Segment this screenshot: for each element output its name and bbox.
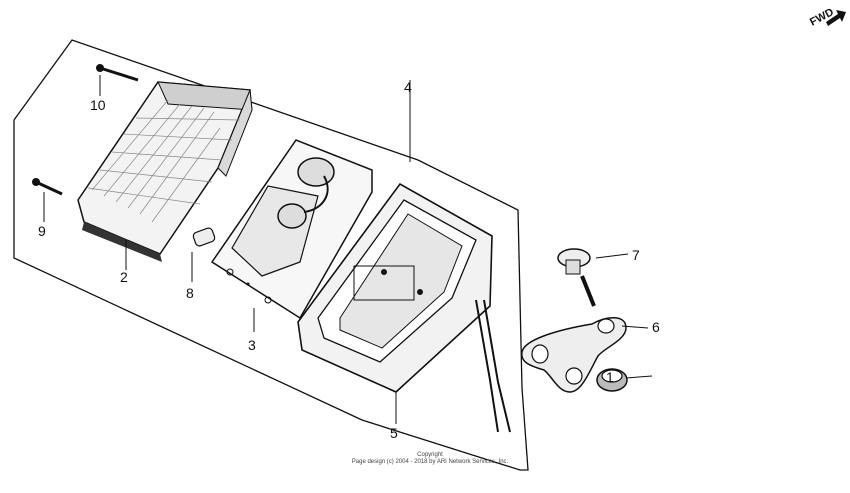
lens-part-2 bbox=[77, 81, 253, 262]
bulb-part-8 bbox=[192, 227, 216, 247]
callout-1: 1 bbox=[606, 369, 614, 385]
screw-part-10 bbox=[96, 64, 139, 82]
callout-7: 7 bbox=[632, 247, 640, 263]
screw-part-9 bbox=[32, 178, 63, 196]
callout-3: 3 bbox=[248, 337, 256, 353]
callout-6: 6 bbox=[652, 319, 660, 335]
fwd-arrow-icon bbox=[826, 10, 846, 26]
callout-5: 5 bbox=[390, 425, 398, 441]
callout-10: 10 bbox=[90, 97, 106, 113]
copyright-line-1: Copyright bbox=[417, 452, 443, 458]
callout-4: 4 bbox=[404, 79, 412, 95]
callout-8: 8 bbox=[186, 285, 194, 301]
bracket-part-6 bbox=[521, 317, 649, 393]
callout-9: 9 bbox=[38, 223, 46, 239]
housing-part-5 bbox=[297, 182, 511, 433]
copyright-line-2: Page design (c) 2004 - 2018 by ARI Netwo… bbox=[351, 459, 509, 465]
grommet-part-1 bbox=[596, 368, 653, 392]
bolt-part-7 bbox=[557, 248, 629, 307]
base-plate-part-3 bbox=[210, 139, 373, 320]
copyright-notice: Copyright Page design (c) 2004 - 2018 by… bbox=[330, 452, 530, 466]
callout-2: 2 bbox=[120, 269, 128, 285]
